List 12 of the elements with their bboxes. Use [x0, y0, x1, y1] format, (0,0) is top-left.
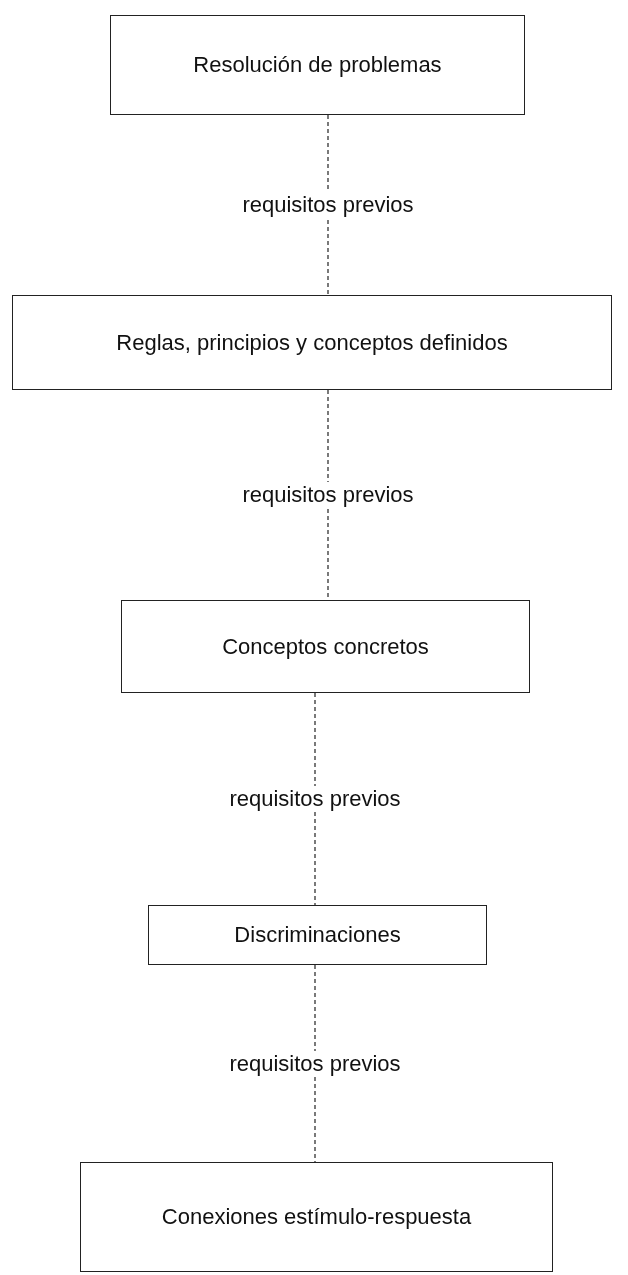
concept-box — [110, 15, 525, 115]
box-text: Resolución de problemas — [193, 52, 442, 78]
dashed-connector — [327, 114, 329, 296]
concept-box — [148, 905, 487, 965]
box-text: Conceptos concretos — [222, 633, 429, 660]
dashed-connector — [314, 692, 316, 906]
concept-box — [121, 600, 530, 693]
concept-box — [12, 295, 612, 390]
concept-box — [80, 1162, 553, 1272]
box-text: Discriminaciones — [234, 922, 401, 948]
box-text: Conexiones estímulo-respuesta — [161, 1204, 472, 1230]
box-text: Reglas, principios y conceptos definidos — [116, 329, 508, 356]
